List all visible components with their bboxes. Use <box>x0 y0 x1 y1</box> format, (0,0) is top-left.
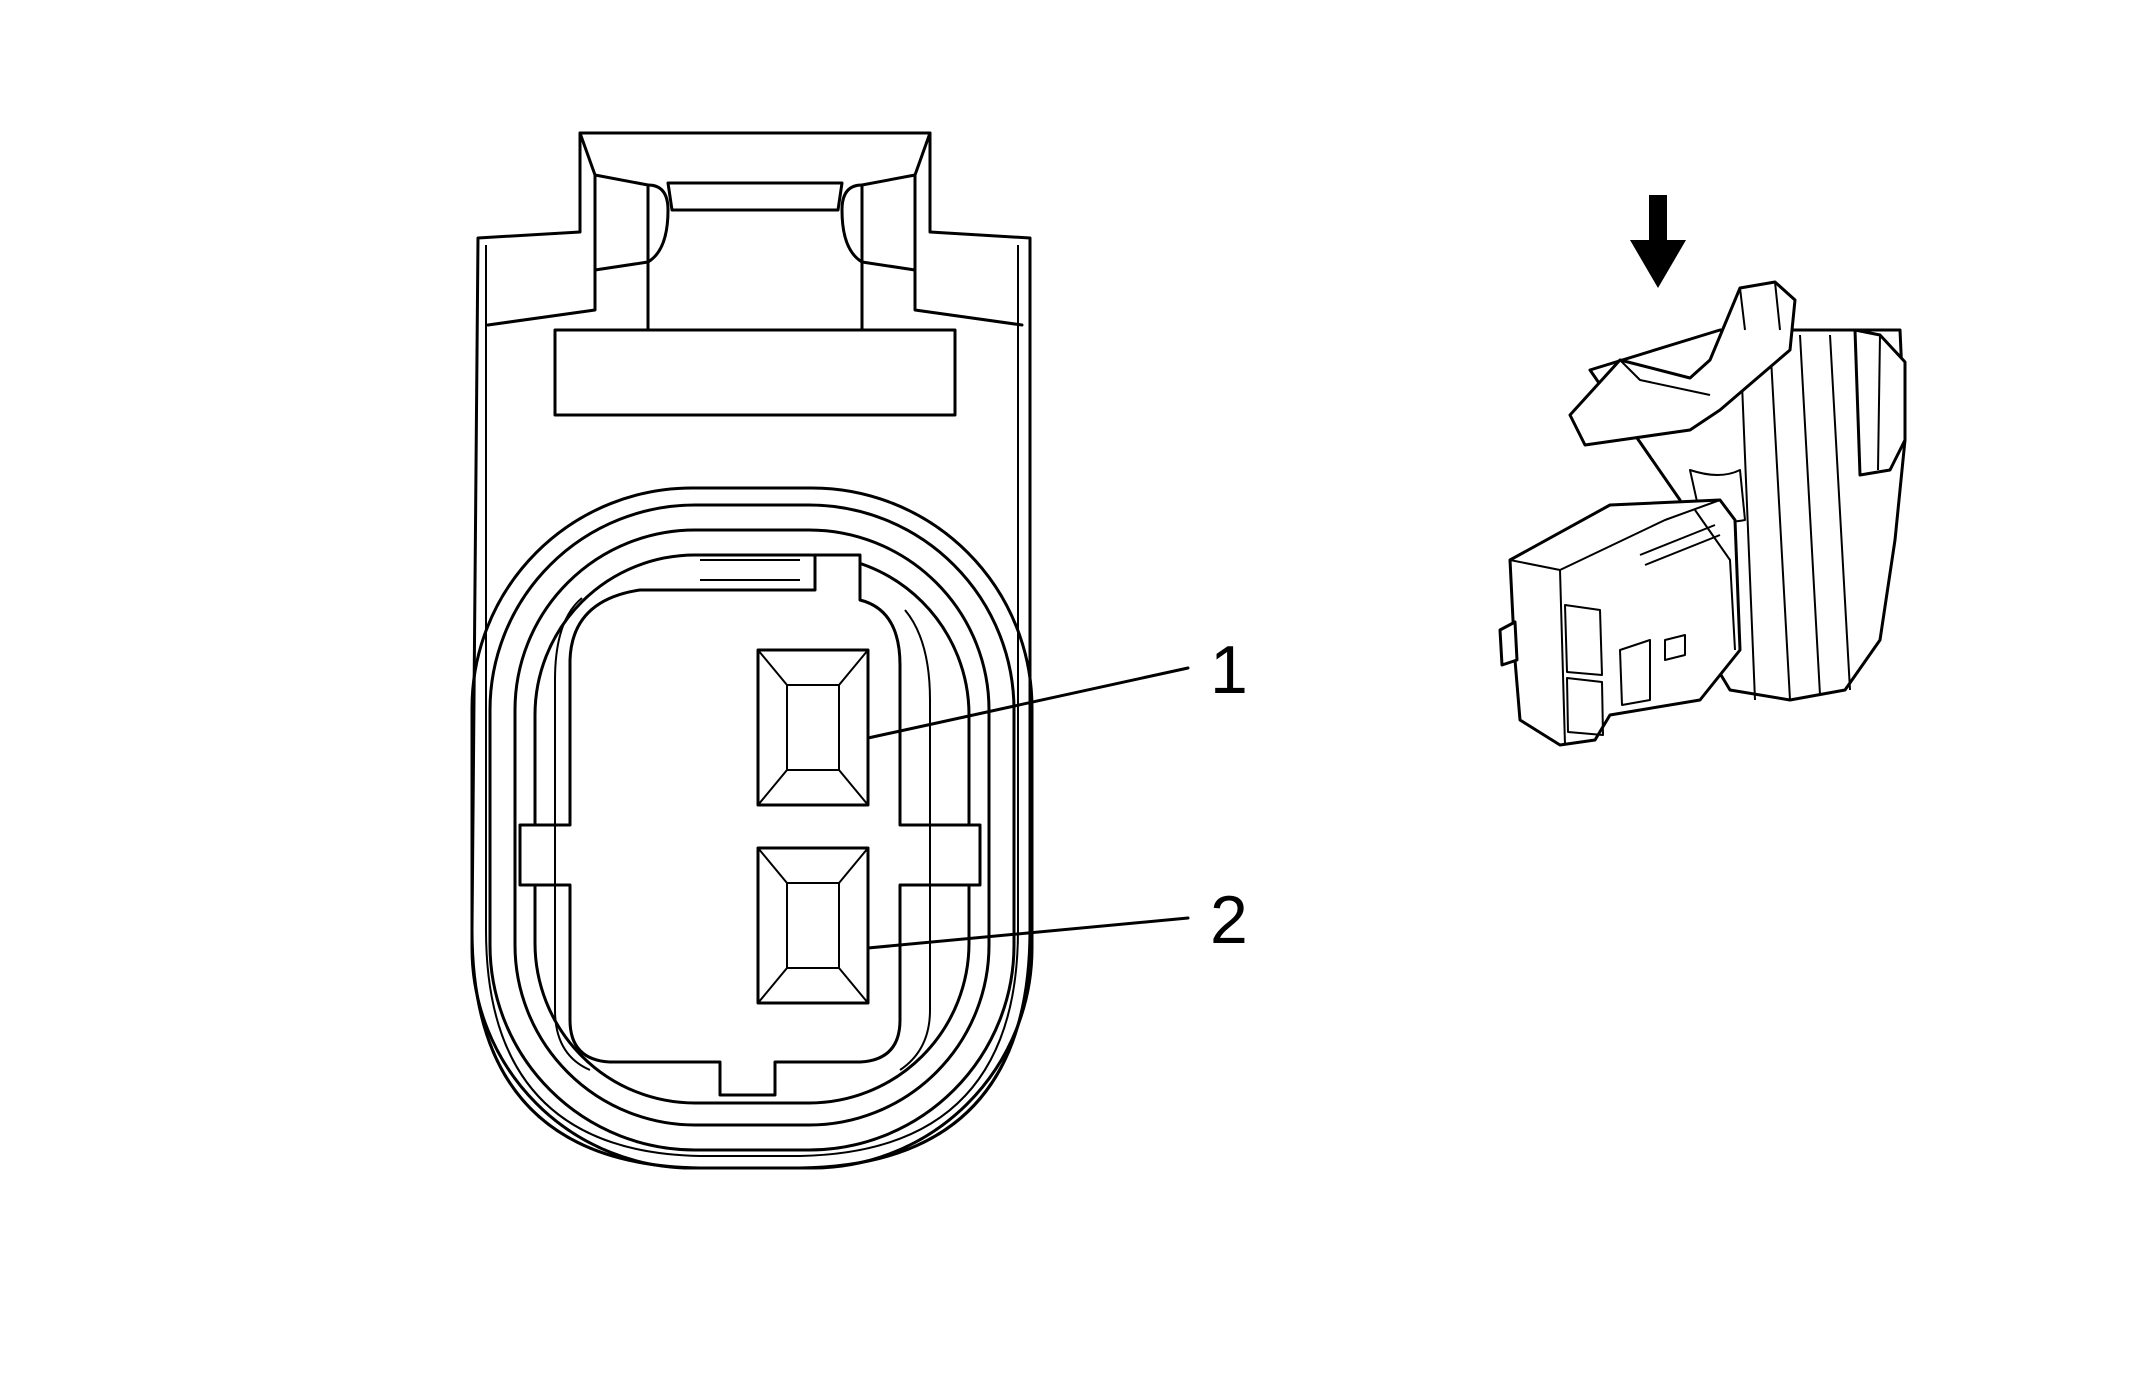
pin-1-cavity <box>756 648 870 807</box>
callout-label-pin-1: 1 <box>1210 632 1248 708</box>
callout-label-pin-2: 2 <box>1210 882 1248 958</box>
leader-line-pin-2 <box>866 916 1190 950</box>
connector-face-view <box>470 131 1034 1170</box>
connector-isometric-view <box>1498 195 1907 747</box>
pin-2-cavity <box>756 846 870 1005</box>
seal-ring-3 <box>513 528 991 1127</box>
callout-pin-1: 1 <box>866 632 1248 740</box>
down-arrow-icon <box>1630 195 1686 288</box>
locking-latch <box>486 131 1024 417</box>
callout-pin-2: 2 <box>866 882 1248 958</box>
leader-line-pin-1 <box>866 666 1190 740</box>
housing-inner-edge <box>485 245 1019 1157</box>
